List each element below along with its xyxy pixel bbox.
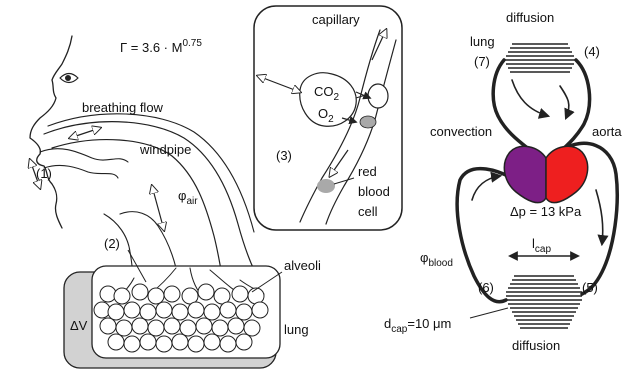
pulmonary-artery [560, 60, 590, 152]
alveoli-label: alveoli [284, 258, 321, 273]
vessel-cell [368, 84, 388, 108]
formula: Γ = 3.6 · M0.75 [120, 38, 202, 55]
circulation-panel: diffusion lung (7) (4) convection aorta … [384, 10, 622, 353]
marker-7: (7) [474, 54, 490, 69]
breathing-flow-arrow [70, 128, 100, 138]
eye-pupil [65, 75, 71, 81]
body-capillary-bundle [506, 276, 582, 328]
marker-6: (6) [478, 280, 494, 295]
delta-v-label: ΔV [70, 318, 88, 333]
red-blood-cell-label-1: red [358, 164, 377, 179]
breathing-flow-label: breathing flow [82, 100, 164, 115]
d-cap-label: dcap=10 μm [384, 316, 451, 335]
diffusion-bottom-label: diffusion [512, 338, 560, 353]
capillary-label: capillary [312, 12, 360, 27]
windpipe-flow-arrow [152, 186, 164, 230]
phi-blood-label: φblood [420, 250, 453, 269]
red-blood-cell-label-2: blood [358, 184, 390, 199]
diffusion-top-label: diffusion [506, 10, 554, 25]
heart-left-half [504, 146, 546, 202]
delta-p-label: Δp = 13 kPa [510, 204, 582, 219]
marker-5: (5) [582, 280, 598, 295]
mouth-airway [44, 165, 118, 178]
red-blood-cell-label-3: cell [358, 204, 378, 219]
phi-air-label: φair [178, 188, 198, 207]
convection-label: convection [430, 124, 492, 139]
marker-3: (3) [276, 148, 292, 163]
lung-capillary-bundle [504, 44, 576, 72]
windpipe-inner [52, 140, 222, 276]
pulmonary-inner-flow [512, 80, 548, 116]
marker-1: (1) [36, 166, 52, 181]
d-cap-leader [470, 308, 508, 318]
aorta-flow [596, 190, 603, 244]
marker-4: (4) [584, 44, 600, 59]
capillary-panel: capillary CO2 O2 (3) red blood cell [254, 6, 402, 230]
lung-inflow [560, 86, 569, 118]
marker-2: (2) [104, 236, 120, 251]
pulmonary-vein [493, 60, 530, 150]
lung-label-right: lung [470, 34, 495, 49]
systemic-return-flow [472, 176, 500, 200]
windpipe-label: windpipe [139, 142, 191, 157]
red-blood-cell-lower [317, 179, 335, 193]
lung-label-left: lung [284, 322, 309, 337]
aorta-label: aorta [592, 124, 622, 139]
l-cap-label: lcap [532, 236, 551, 255]
heart-right-half [546, 146, 588, 202]
red-blood-cell-upper [360, 116, 376, 128]
